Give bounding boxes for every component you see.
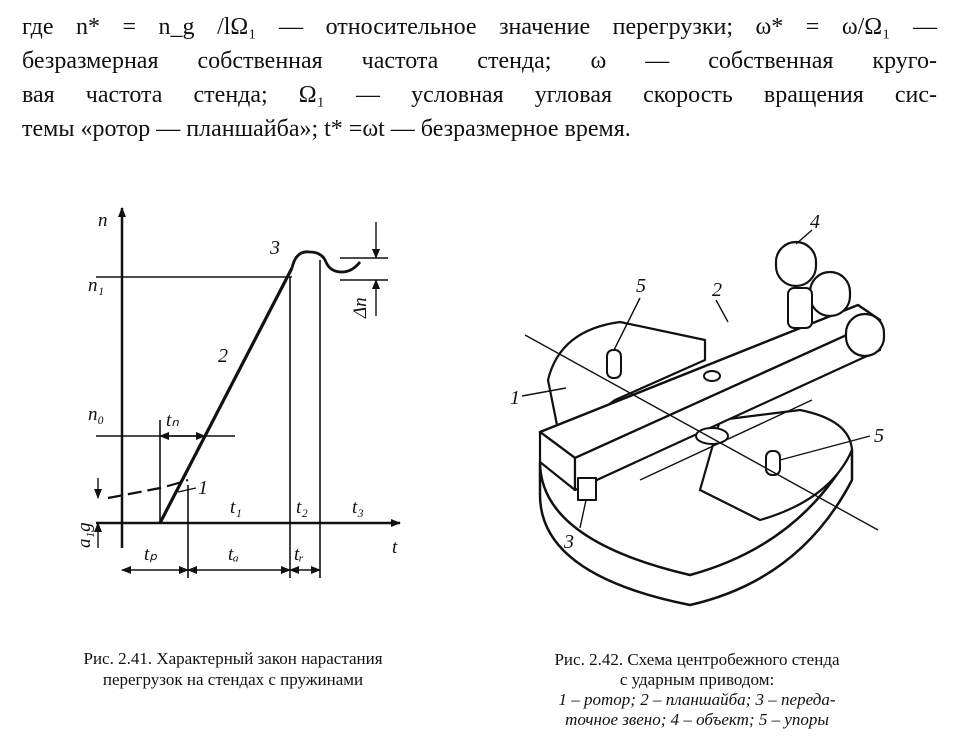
overload-graph-labels: n t n₁ n₀ Δn tₙ t₁ t₂ t₃ tₚ tₐ tᵣ a₁g 1 …: [74, 210, 398, 565]
axis-line-a: [524, 334, 879, 531]
label-t3: t₃: [352, 497, 364, 518]
overload-graph: [94, 207, 401, 578]
label-curve-1: 1: [198, 477, 208, 499]
stand-label-2: 2: [712, 279, 722, 301]
curve-1: [107, 478, 189, 500]
paragraph-line-4: темы «ротор — планшайба»; t* =ωt — безра…: [22, 116, 631, 142]
figure-242-caption-line-1: Рис. 2.42. Схема центробежного стенда: [554, 650, 840, 669]
transmission-link: [577, 477, 597, 501]
stand-drawing: [521, 229, 886, 607]
plank-hole: [703, 370, 721, 382]
label-curve-2: 2: [218, 345, 228, 367]
rotor-top: [546, 320, 707, 442]
label-t1: t₁: [230, 497, 242, 518]
object-cylinder-2: [808, 270, 852, 318]
object-mount: [787, 287, 813, 329]
figure-242-caption-line-2: с ударным приводом:: [619, 670, 775, 689]
figure-241-caption-line-1: Рис. 2.41. Характерный закон нарастания: [83, 649, 383, 668]
stand-label-4: 4: [810, 211, 820, 233]
stand-label-5a: 5: [636, 275, 646, 297]
stop-left: [606, 349, 622, 379]
leader-1: [177, 487, 197, 493]
figure-241-caption: Рис. 2.41. Характерный закон нарастания …: [18, 648, 448, 690]
paragraph-line-3: вая частота стенда; Ω₁ — условная углова…: [22, 82, 937, 108]
figure-242-caption: Рис. 2.42. Схема центробежного стенда с …: [462, 650, 932, 730]
leader-2: [715, 299, 729, 323]
label-n0: n₀: [88, 404, 104, 425]
rotor-body: [538, 448, 854, 607]
leader-3: [579, 499, 587, 529]
stand-label-1: 1: [510, 387, 520, 409]
figure-242-legend-line-1: 1 – ротор; 2 – планшайба; 3 – переда-: [558, 690, 836, 709]
label-tn: tₙ: [166, 410, 179, 431]
figure-241-caption-line-2: перегрузок на стендах с пружинами: [102, 670, 364, 689]
body-paragraph: где n* = n_g /lΩ₁ — относительное значен…: [22, 10, 937, 146]
stand-drawing-labels: 1 2 3 4 5 5: [510, 211, 884, 553]
stop-right: [765, 450, 781, 476]
axis-line-b: [639, 399, 813, 481]
curve-2: [158, 267, 294, 524]
leader-5a: [613, 297, 641, 351]
label-t-axis: t: [392, 537, 398, 558]
figure-242-legend-line-2: точное звено; 4 – объект; 5 – упоры: [565, 710, 829, 729]
curve-3: [290, 250, 362, 274]
object-cylinder-1: [774, 240, 818, 288]
label-curve-3: 3: [269, 237, 280, 259]
object-cylinder-3: [844, 312, 886, 358]
label-ta: tₐ: [228, 544, 239, 565]
stand-label-5b: 5: [874, 425, 884, 447]
label-tp: tₚ: [144, 544, 158, 565]
paragraph-line-2: безразмерная собственная частота стенда;…: [22, 48, 937, 74]
leader-1b: [521, 387, 567, 397]
label-tr: tᵣ: [294, 544, 304, 565]
paragraph-line-1: где n* = n_g /lΩ₁ — относительное значен…: [22, 14, 937, 40]
label-n-axis: n: [98, 210, 108, 231]
leader-4: [795, 229, 813, 245]
label-delta-n: Δn: [350, 297, 371, 319]
stand-label-3: 3: [563, 531, 574, 553]
rotor-hub: [695, 427, 729, 445]
label-a1g: a₁g: [74, 522, 95, 548]
leader-5b: [779, 435, 871, 461]
label-t2: t₂: [296, 497, 308, 518]
label-n1: n₁: [88, 275, 104, 296]
